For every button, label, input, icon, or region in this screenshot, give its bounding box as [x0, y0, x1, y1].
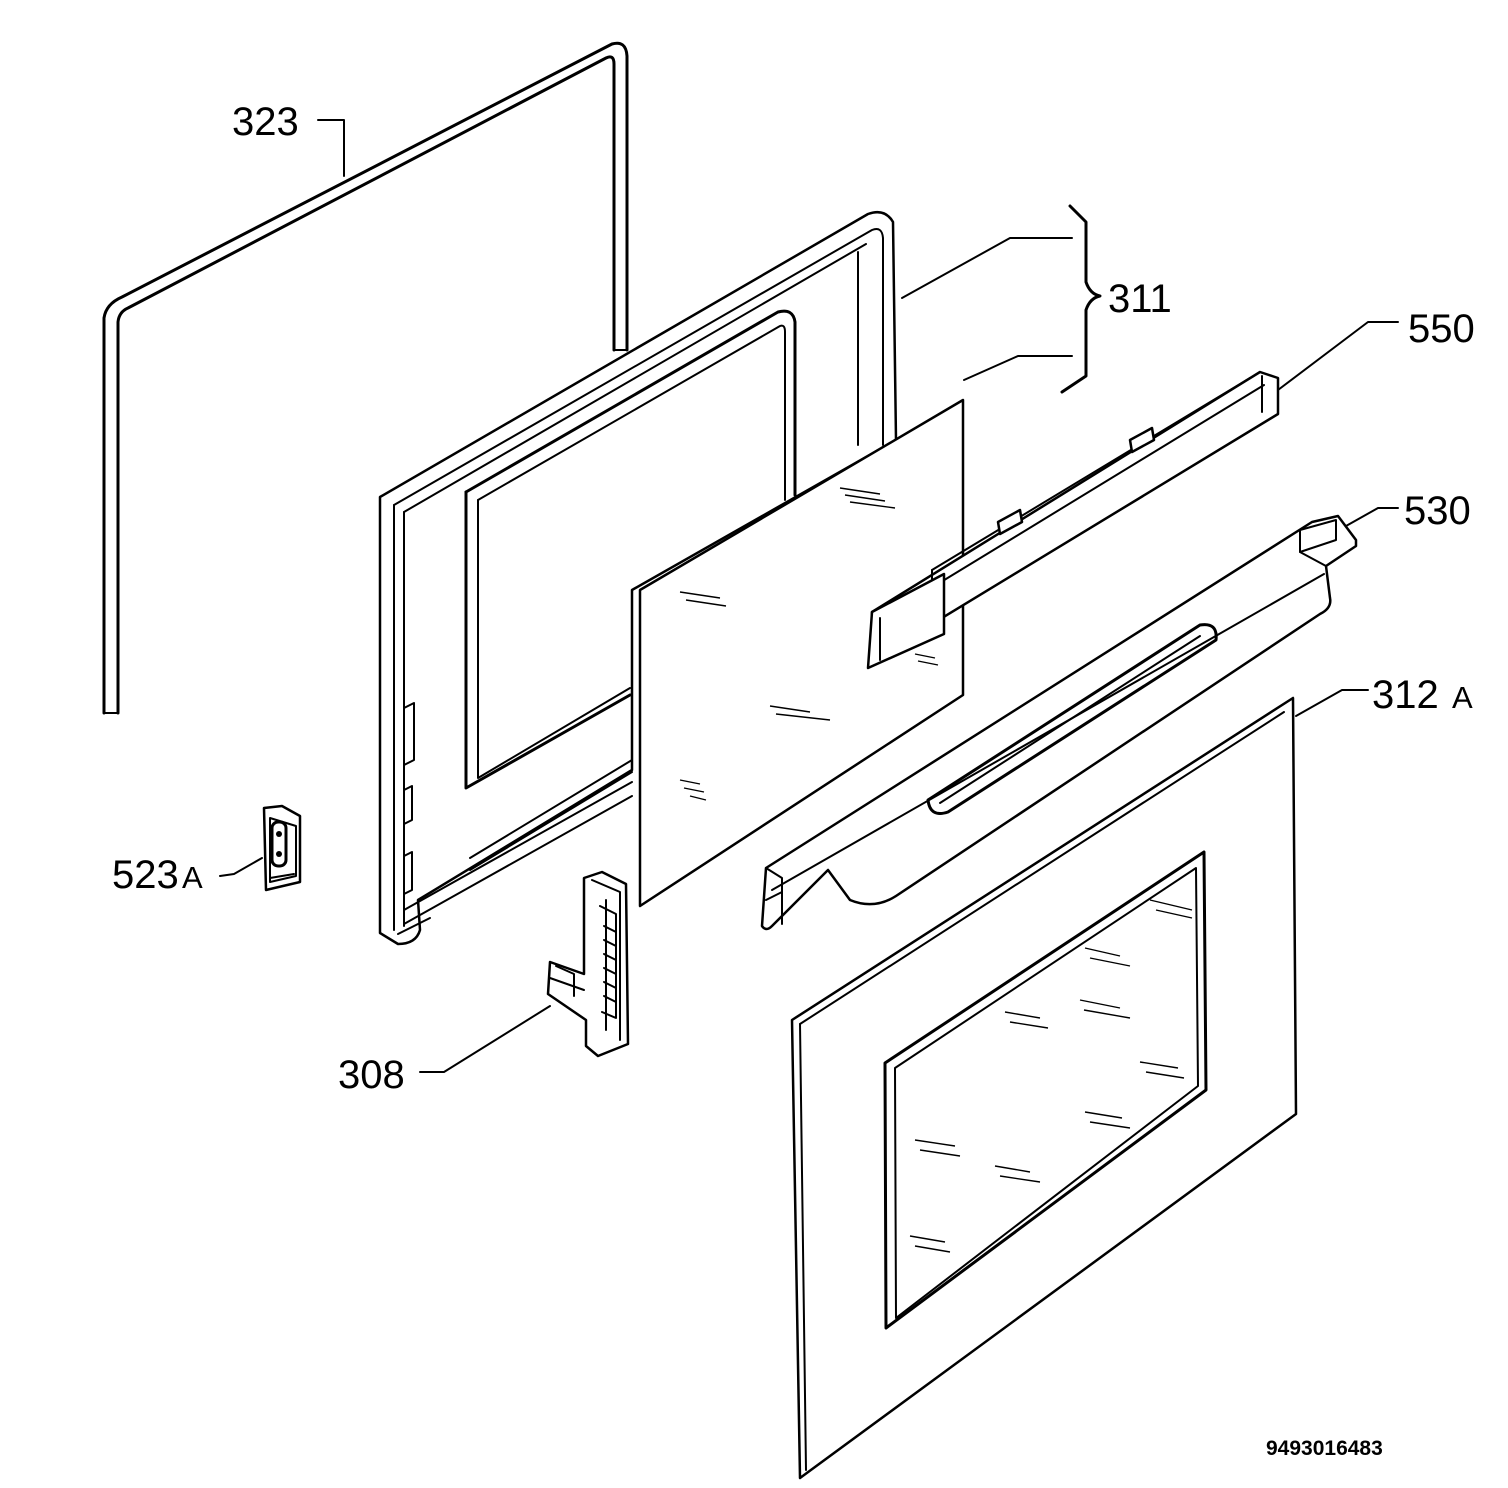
part-323-door-seal [102, 41, 629, 715]
part-312a-outer-door [790, 696, 1298, 1480]
callout-312a: 312 [1372, 673, 1439, 717]
leader-312a [1295, 689, 1369, 717]
callout-530: 530 [1404, 489, 1471, 533]
leader-311-lower [963, 355, 1073, 381]
part-311-glass-panel [638, 398, 965, 908]
callout-311: 311 [1108, 277, 1172, 321]
callout-523a: 523 [112, 853, 179, 897]
leader-523a [219, 857, 263, 877]
part-311-inner-frame [378, 211, 898, 946]
leader-lines [219, 119, 1399, 1073]
leader-530 [1345, 507, 1399, 527]
callout-312a-suffix: A [1452, 680, 1473, 715]
callout-550: 550 [1408, 307, 1475, 351]
leader-311-upper [901, 237, 1073, 299]
part-550-top-profile [866, 370, 1280, 670]
callout-323: 323 [232, 100, 299, 144]
part-308-hinge [546, 870, 630, 1058]
bracket-311 [1060, 204, 1102, 394]
leader-323 [317, 119, 345, 177]
document-number: 9493016483 [1266, 1437, 1383, 1460]
part-523a-clip [262, 804, 302, 892]
leader-550 [1277, 321, 1399, 391]
leader-308 [419, 1005, 551, 1073]
part-530-handle-rail [760, 514, 1358, 931]
callout-523a-suffix: A [182, 860, 203, 895]
callout-308: 308 [338, 1053, 405, 1097]
